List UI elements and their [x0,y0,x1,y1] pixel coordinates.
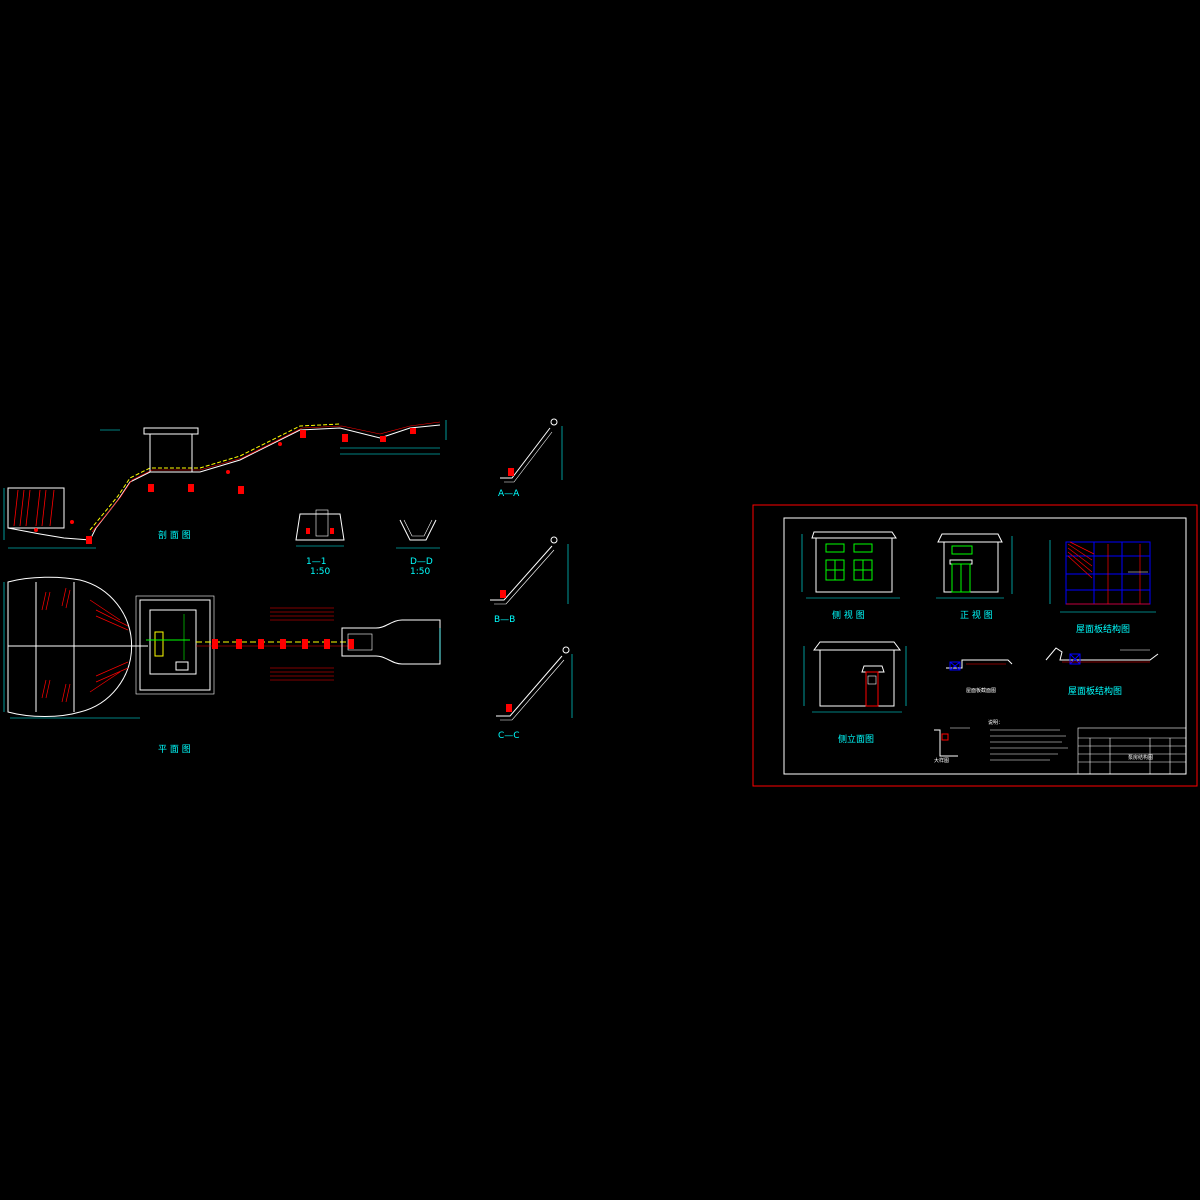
section-aa-label: A—A [498,489,520,499]
plan-pipe-supports [212,639,354,649]
roof-plan-label: 屋面板结构图 [1076,623,1130,635]
side-view-label: 侧 视 图 [832,609,865,621]
small-detail-label: 大样图 [934,757,949,764]
plan-pump-house [149,609,197,675]
section-dimensions [3,420,447,549]
sheet-inner-border [783,517,1187,775]
front-view-label: 正 视 图 [960,609,993,621]
detail-d-d: D—D 1:50 [396,519,440,577]
section-canal-line-red [91,421,441,533]
plan-inlet-hatch [41,587,129,703]
front-view-drawing: 正 视 图 [936,533,1013,621]
roof-detail-label: 屋面板截面图 [966,687,996,694]
title-block-drawing-name: 泵房结构图 [1128,754,1153,761]
section-cc-label: C—C [498,731,520,741]
roof-section-drawing: 屋面板结构图 [1045,647,1159,697]
sheet-outer-border [752,504,1198,787]
detail-1-1: 1—1 1:50 [295,509,345,577]
notes-header: 说明： [988,719,1003,726]
section-bb-label: B—B [494,615,515,625]
plan-pump-yard [139,599,211,691]
section-bb: B—B [490,536,569,625]
section-canal-line [89,423,341,531]
detail-d-d-label: D—D [410,557,433,567]
side-view-drawing: 侧 视 图 [801,531,900,621]
section-aa: A—A [498,418,563,499]
title-block [1077,727,1187,775]
rear-view-label: 侧立面图 [838,733,874,745]
plan-dimensions [3,582,441,719]
roof-detail-drawing: 屋面板截面图 [946,659,1013,694]
section-title: 剖 面 图 [158,529,191,541]
small-detail-drawing: 大样图 [934,727,970,764]
plan-title: 平 面 图 [158,744,191,755]
plan-inlet-bowl [7,576,133,717]
plan-outlet-basin [341,619,441,665]
plan-red-bundles [270,607,334,681]
detail-1-1-label: 1—1 [306,557,326,567]
section-left-hatch [13,489,55,527]
section-piers [34,428,416,544]
detail-1-1-scale: 1:50 [310,567,330,577]
section-cc: C—C [496,646,573,741]
longitudinal-section: 剖 面 图 [3,420,447,549]
detail-d-d-scale: 1:50 [410,567,430,577]
notes-block: 说明： [988,719,1068,761]
roof-plan-drawing: 屋面板结构图 [1049,540,1156,635]
plan-view: 平 面 图 [3,576,441,755]
roof-section-label: 屋面板结构图 [1068,685,1122,697]
rear-view-drawing: 侧立面图 [803,641,907,745]
section-pump-house-roof [143,427,199,435]
